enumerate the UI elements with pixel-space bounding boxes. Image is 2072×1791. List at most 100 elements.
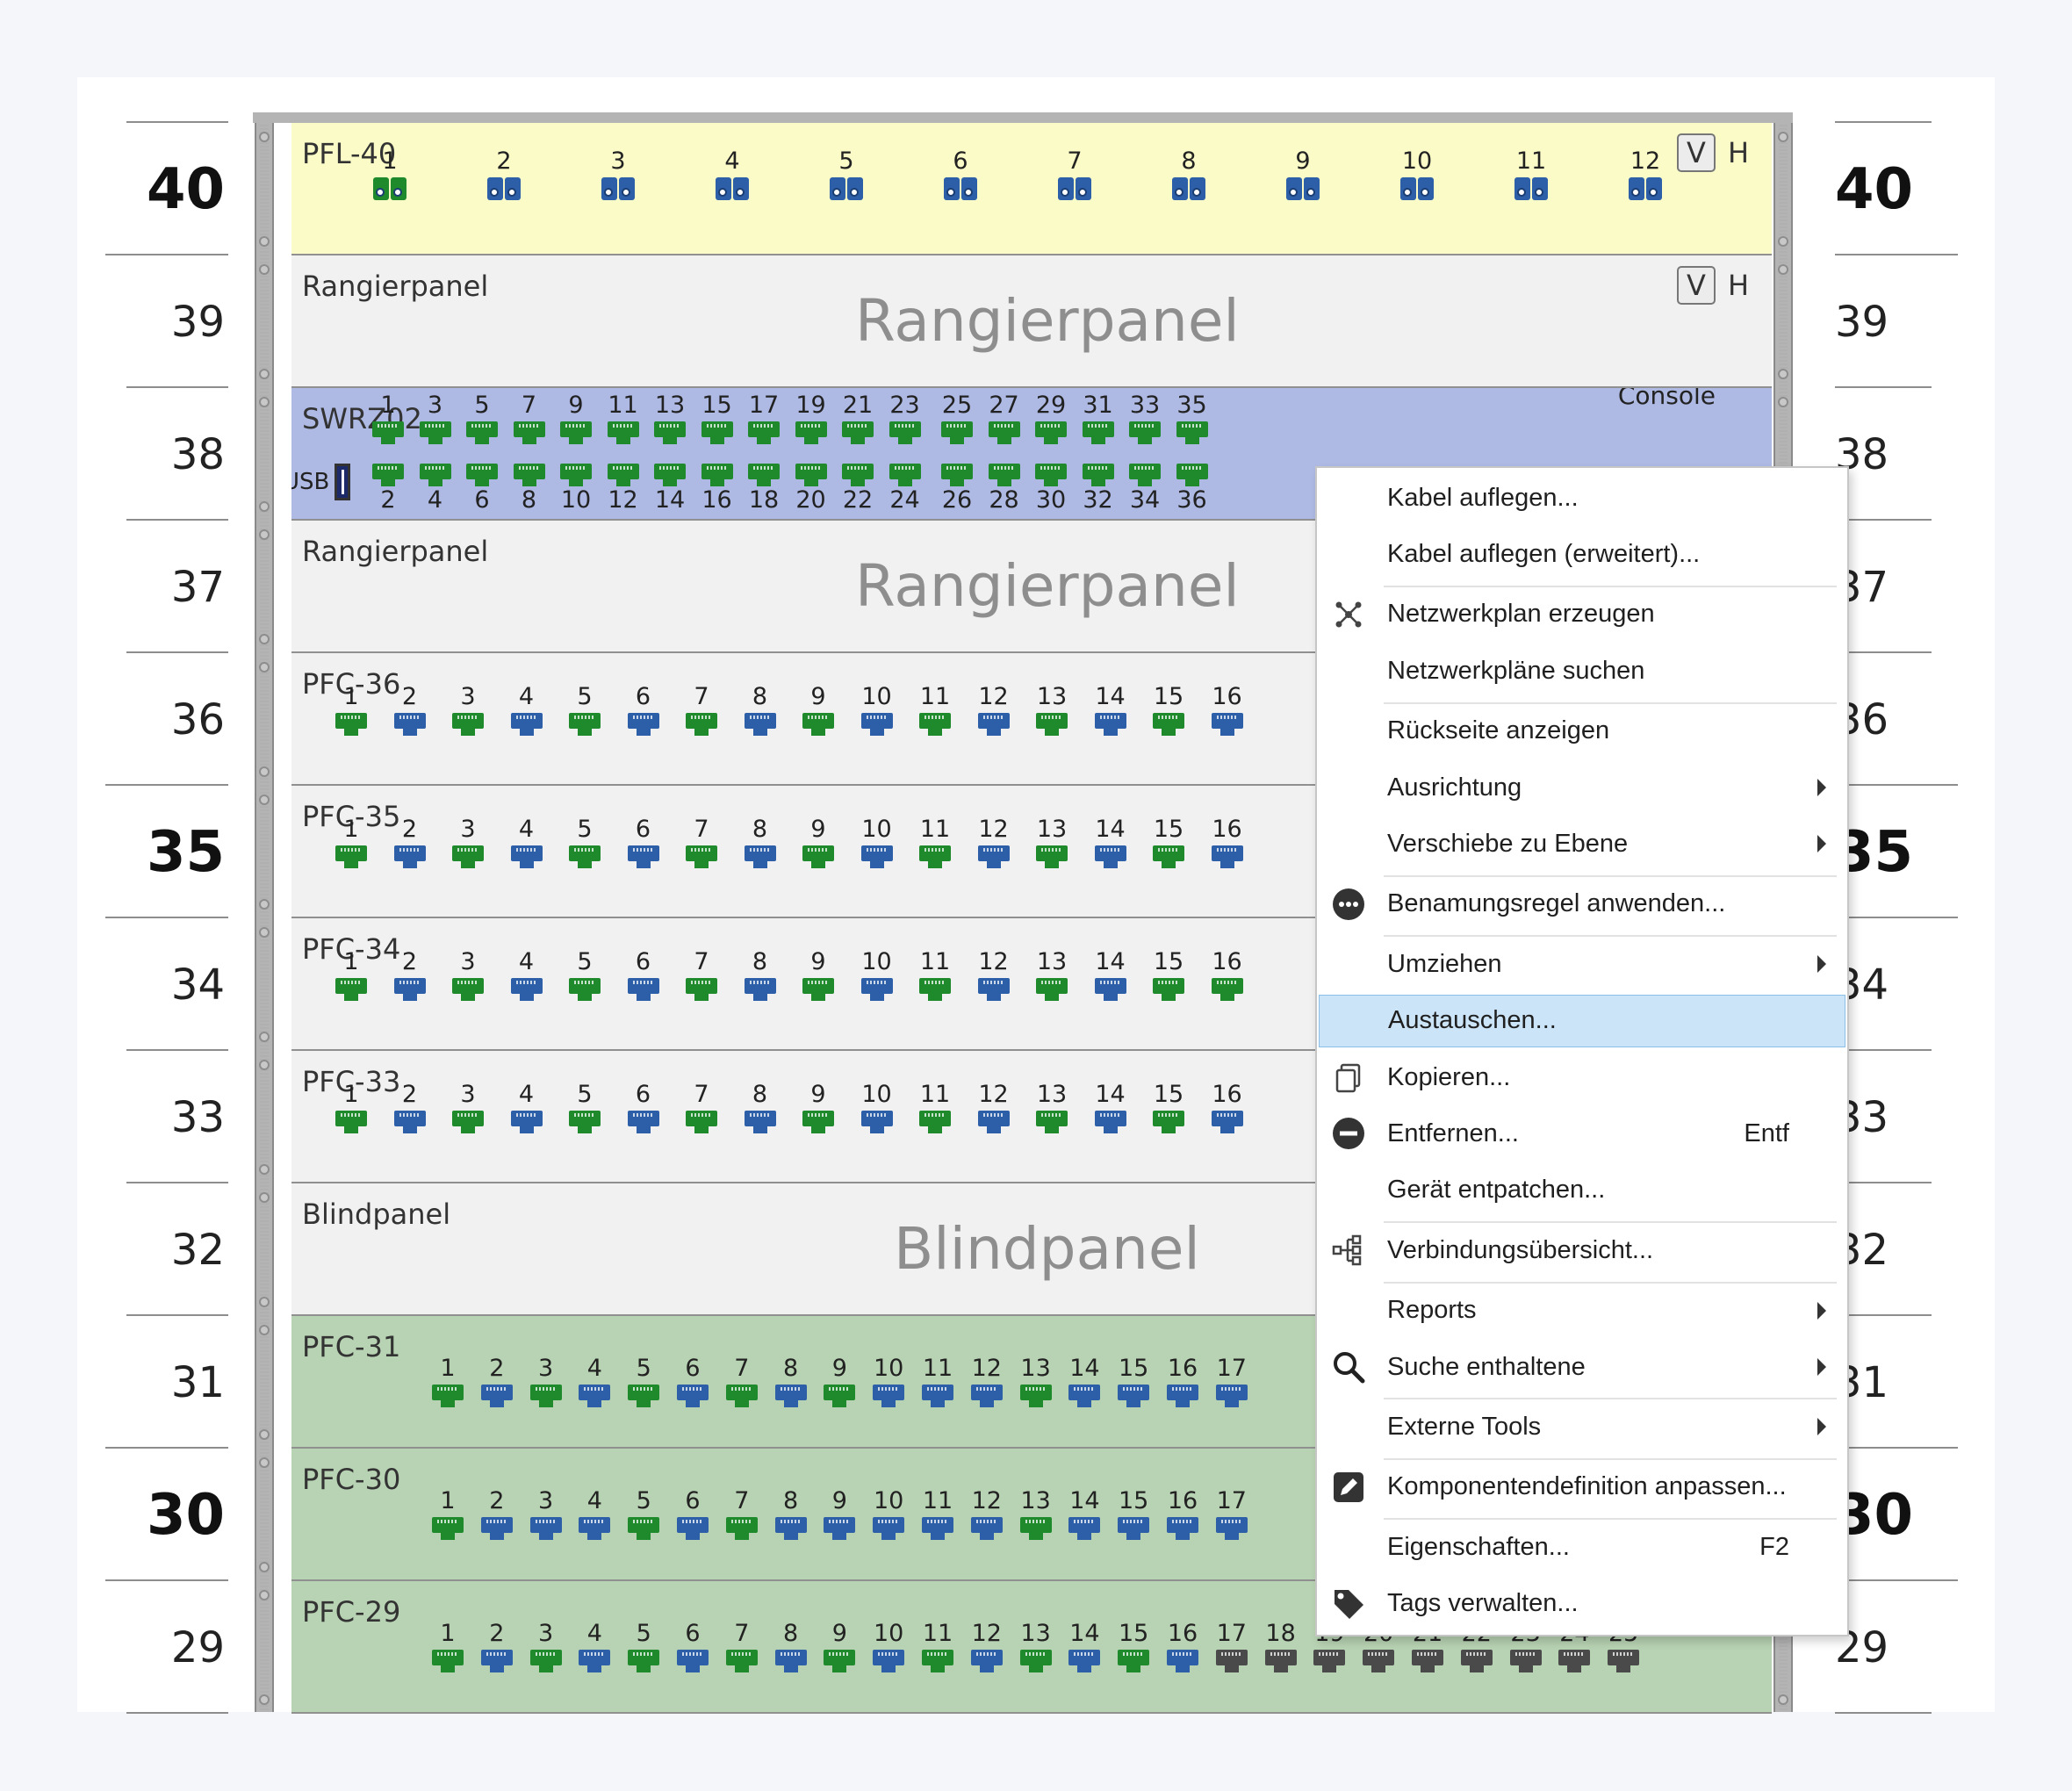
patch-port[interactable]: 12 xyxy=(968,1489,1006,1542)
patch-port[interactable]: 14 xyxy=(1091,817,1130,870)
switch-port[interactable]: 6 xyxy=(463,460,501,513)
patch-port[interactable]: 4 xyxy=(575,1356,614,1409)
fiber-port[interactable]: 1 xyxy=(371,149,409,204)
patch-port[interactable]: 2 xyxy=(391,685,429,737)
switch-port[interactable]: 27 xyxy=(985,393,1024,446)
patch-port[interactable]: 7 xyxy=(682,950,721,1003)
patch-port[interactable]: 16 xyxy=(1163,1622,1202,1674)
fiber-port[interactable]: 6 xyxy=(941,149,980,204)
patch-port[interactable]: 12 xyxy=(975,950,1013,1003)
patch-port[interactable]: 1 xyxy=(428,1489,467,1542)
patch-port[interactable]: 11 xyxy=(916,817,954,870)
patch-port[interactable]: 15 xyxy=(1114,1622,1153,1674)
patch-port[interactable]: 15 xyxy=(1114,1356,1153,1409)
patch-port[interactable]: 6 xyxy=(624,1083,663,1135)
patch-port[interactable]: 12 xyxy=(975,817,1013,870)
patch-port[interactable]: 2 xyxy=(478,1489,516,1542)
patch-port[interactable]: 11 xyxy=(918,1622,957,1674)
switch-port[interactable]: 30 xyxy=(1032,460,1070,513)
patch-port[interactable]: 4 xyxy=(575,1622,614,1674)
patch-port[interactable]: 15 xyxy=(1149,685,1188,737)
patch-port[interactable]: 13 xyxy=(1032,950,1071,1003)
menu-item[interactable]: Rückseite anzeigen xyxy=(1319,705,1845,758)
patch-port[interactable]: 7 xyxy=(682,817,721,870)
patch-port[interactable]: 9 xyxy=(799,1083,838,1135)
fiber-port[interactable]: 9 xyxy=(1284,149,1322,204)
rear-view-toggle[interactable]: H xyxy=(1727,136,1749,169)
switch-port[interactable]: 7 xyxy=(510,393,549,446)
patch-port[interactable]: 9 xyxy=(799,950,838,1003)
patch-port[interactable]: 6 xyxy=(624,817,663,870)
patch-port[interactable]: 6 xyxy=(673,1489,712,1542)
switch-port[interactable]: 32 xyxy=(1079,460,1118,513)
patch-port[interactable]: 14 xyxy=(1091,685,1130,737)
menu-item[interactable]: Verschiebe zu Ebene xyxy=(1319,817,1845,870)
switch-port[interactable]: 26 xyxy=(938,460,976,513)
patch-port[interactable]: 2 xyxy=(391,1083,429,1135)
fiber-port[interactable]: 4 xyxy=(713,149,752,204)
fiber-port[interactable]: 5 xyxy=(827,149,866,204)
patch-port[interactable]: 16 xyxy=(1163,1356,1202,1409)
patch-port[interactable]: 5 xyxy=(565,817,604,870)
patch-port[interactable]: 9 xyxy=(820,1622,859,1674)
patch-port[interactable]: 16 xyxy=(1208,685,1247,737)
switch-port[interactable]: 12 xyxy=(604,460,643,513)
switch-port[interactable]: 16 xyxy=(698,460,737,513)
patch-port[interactable]: 16 xyxy=(1163,1489,1202,1542)
patch-port[interactable]: 1 xyxy=(332,685,371,737)
fiber-port[interactable]: 7 xyxy=(1055,149,1094,204)
patch-port[interactable]: 5 xyxy=(624,1356,663,1409)
patch-port[interactable]: 1 xyxy=(428,1622,467,1674)
patch-port[interactable]: 3 xyxy=(449,685,487,737)
switch-port[interactable]: 3 xyxy=(416,393,455,446)
patch-port[interactable]: 8 xyxy=(741,1083,780,1135)
patch-port[interactable]: 17 xyxy=(1212,1356,1251,1409)
menu-item[interactable]: Reports xyxy=(1319,1284,1845,1337)
patch-port[interactable]: 7 xyxy=(723,1489,761,1542)
patch-port[interactable]: 14 xyxy=(1065,1622,1104,1674)
menu-item[interactable]: Austauschen... xyxy=(1319,994,1845,1047)
switch-port[interactable]: 11 xyxy=(604,393,643,446)
patch-port[interactable]: 1 xyxy=(332,817,371,870)
patch-port[interactable]: 15 xyxy=(1149,950,1188,1003)
menu-item[interactable]: Eigenschaften...F2 xyxy=(1319,1521,1845,1573)
patch-port[interactable]: 8 xyxy=(741,950,780,1003)
patch-port[interactable]: 9 xyxy=(820,1489,859,1542)
patch-port[interactable]: 4 xyxy=(575,1489,614,1542)
patch-port[interactable]: 10 xyxy=(858,685,896,737)
patch-port[interactable]: 2 xyxy=(478,1356,516,1409)
menu-item[interactable]: Kabel auflegen... xyxy=(1319,471,1845,524)
patch-port[interactable]: 15 xyxy=(1114,1489,1153,1542)
switch-port[interactable]: 36 xyxy=(1173,460,1212,513)
menu-item[interactable]: Ausrichtung xyxy=(1319,761,1845,814)
switch-port[interactable]: 33 xyxy=(1126,393,1164,446)
patch-port[interactable]: 3 xyxy=(527,1489,565,1542)
patch-port[interactable]: 10 xyxy=(869,1622,908,1674)
patch-port[interactable]: 4 xyxy=(507,685,546,737)
patch-port[interactable]: 3 xyxy=(449,1083,487,1135)
switch-port[interactable]: 23 xyxy=(886,393,924,446)
switch-port[interactable]: 31 xyxy=(1079,393,1118,446)
patch-port[interactable]: 15 xyxy=(1149,1083,1188,1135)
switch-port[interactable]: 2 xyxy=(369,460,407,513)
menu-item[interactable]: Benamungsregel anwenden... xyxy=(1319,878,1845,931)
patch-port[interactable]: 5 xyxy=(565,1083,604,1135)
patch-port[interactable]: 14 xyxy=(1091,950,1130,1003)
patch-port[interactable]: 3 xyxy=(449,817,487,870)
switch-port[interactable]: 22 xyxy=(838,460,877,513)
switch-port[interactable]: 18 xyxy=(745,460,783,513)
patch-port[interactable]: 7 xyxy=(723,1622,761,1674)
patch-port[interactable]: 13 xyxy=(1032,685,1071,737)
patch-port[interactable]: 17 xyxy=(1212,1622,1251,1674)
patch-port[interactable]: 14 xyxy=(1065,1356,1104,1409)
patch-port[interactable]: 5 xyxy=(624,1622,663,1674)
menu-item[interactable]: Kopieren... xyxy=(1319,1051,1845,1104)
patch-port[interactable]: 13 xyxy=(1017,1622,1055,1674)
menu-item[interactable]: Netzwerkplan erzeugen xyxy=(1319,588,1845,641)
switch-port[interactable]: 15 xyxy=(698,393,737,446)
patch-port[interactable]: 2 xyxy=(391,950,429,1003)
switch-port[interactable]: 1 xyxy=(369,393,407,446)
patch-port[interactable]: 9 xyxy=(799,685,838,737)
